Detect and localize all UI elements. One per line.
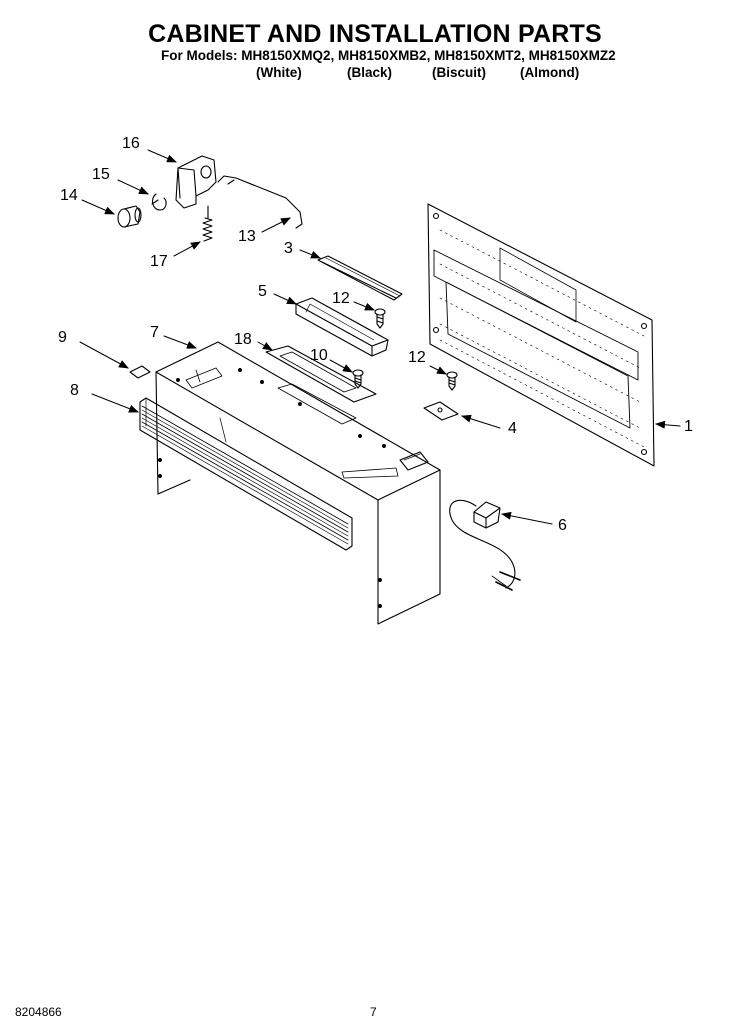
callout-17: 17 <box>150 253 168 270</box>
part-17-spring <box>202 205 213 242</box>
leader-13 <box>261 217 291 233</box>
leader-5 <box>273 293 297 305</box>
leader-18 <box>257 341 273 351</box>
leader-14 <box>81 199 115 215</box>
page-number: 7 <box>370 1005 377 1019</box>
leader-6 <box>501 511 553 525</box>
part-9-clip <box>129 365 151 379</box>
callout-4: 4 <box>508 420 517 437</box>
callout-5: 5 <box>258 283 267 300</box>
part-8-grille <box>139 397 353 551</box>
page-title: CABINET AND INSTALLATION PARTS <box>148 20 602 48</box>
callout-18: 18 <box>234 331 252 348</box>
part-12-screw-right <box>446 371 458 391</box>
callout-9: 9 <box>58 329 67 346</box>
part-1-mounting-plate <box>427 203 655 467</box>
callout-13: 13 <box>238 228 256 245</box>
part-15-clip <box>151 193 167 211</box>
model-list: For Models: MH8150XMQ2, MH8150XMB2, MH81… <box>161 48 616 63</box>
part-3-strip <box>317 255 403 301</box>
callout-3: 3 <box>284 240 293 257</box>
callout-7: 7 <box>150 324 159 341</box>
leader-15 <box>117 179 149 195</box>
callout-10: 10 <box>310 347 328 364</box>
callout-1: 1 <box>684 418 693 435</box>
color-label-almond: (Almond) <box>520 65 580 80</box>
part-16-hinge-bracket <box>175 155 217 209</box>
color-label-white: (White) <box>256 65 302 80</box>
callout-12-upper: 12 <box>332 290 350 307</box>
callout-15: 15 <box>92 166 110 183</box>
part-12-screw-upper <box>374 308 386 329</box>
color-label-black: (Black) <box>347 65 393 80</box>
leader-16 <box>147 149 177 163</box>
leader-7 <box>163 335 197 349</box>
callout-16: 16 <box>122 135 140 152</box>
leader-4 <box>461 414 501 429</box>
callout-6: 6 <box>558 517 567 534</box>
leader-17 <box>173 241 201 257</box>
leader-8 <box>91 393 139 413</box>
callout-12-right: 12 <box>408 349 426 366</box>
part-6-thermal-switch <box>449 499 521 591</box>
leader-12a <box>353 301 375 311</box>
part-18-plate <box>265 345 377 403</box>
document-number: 8204866 <box>15 1005 62 1019</box>
part-14-knob <box>117 205 142 228</box>
part-7-cabinet <box>155 341 441 625</box>
leader-12b <box>429 365 447 375</box>
part-10-screw <box>352 369 364 389</box>
callout-14: 14 <box>60 187 78 204</box>
part-5-channel <box>295 297 389 357</box>
part-4-plate <box>423 401 459 421</box>
leader-9 <box>79 341 129 369</box>
color-label-biscuit: (Biscuit) <box>432 65 486 80</box>
callout-8: 8 <box>70 382 79 399</box>
part-13-wire-rod <box>217 175 303 229</box>
leader-1 <box>655 420 681 429</box>
leader-3 <box>299 249 321 259</box>
leader-10 <box>329 359 353 373</box>
leader-lines <box>79 149 681 525</box>
